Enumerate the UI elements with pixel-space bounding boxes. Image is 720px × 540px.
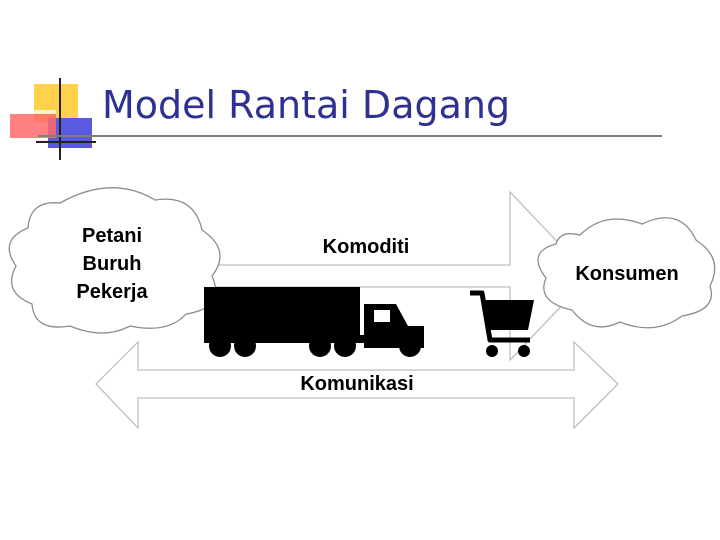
- komunikasi-arrow: [95, 340, 619, 430]
- source-label-line-2: Buruh: [83, 253, 142, 275]
- destination-cloud: [537, 217, 716, 329]
- slide-logo: [8, 78, 96, 160]
- truck-icon: [204, 287, 424, 357]
- source-cloud: [8, 187, 221, 334]
- source-label-line-1: Petani: [82, 225, 142, 247]
- trade-chain-diagram: Petani Buruh Pekerja Konsumen Komoditi K…: [8, 187, 716, 430]
- komoditi-label: Komoditi: [323, 236, 410, 258]
- page-title: Model Rantai Dagang: [102, 83, 511, 127]
- shopping-cart-icon: [470, 290, 534, 357]
- destination-label: Konsumen: [575, 263, 678, 285]
- source-label-line-3: Pekerja: [76, 281, 148, 303]
- title-underline: [38, 135, 662, 137]
- komunikasi-label: Komunikasi: [300, 373, 413, 395]
